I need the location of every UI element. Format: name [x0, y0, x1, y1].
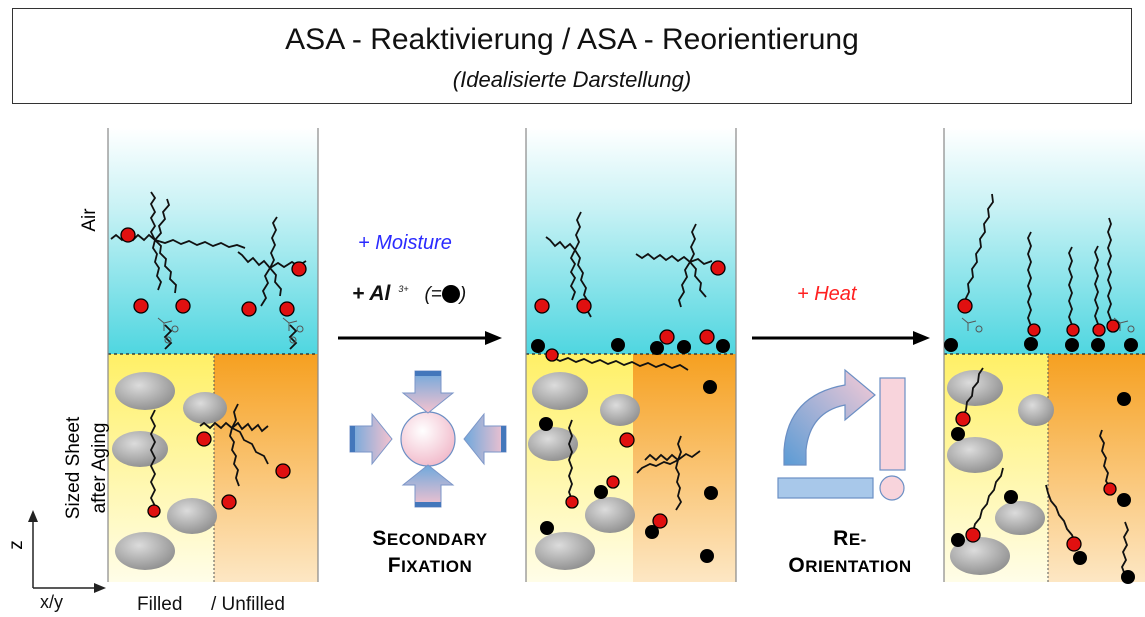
filler-particle [115, 372, 175, 410]
xy-axis-label: x/y [40, 592, 64, 612]
aluminum-equals: (= [424, 284, 442, 305]
filler-particle [112, 431, 168, 467]
unfilled-region [633, 354, 736, 582]
z-axis-label: z [6, 540, 27, 550]
ester-linkers [157, 317, 304, 344]
subtitle: (Idealisierte Darstellung) [452, 67, 692, 92]
axes-indicator [28, 510, 106, 593]
filler-particle [115, 532, 175, 570]
arrow-step1 [338, 331, 502, 345]
air-region [108, 128, 318, 354]
panel-after-fixation [525, 128, 737, 582]
aluminum-prefix: + Al [352, 282, 391, 305]
filler-particle [167, 498, 217, 534]
aluminum-ion-icon [441, 285, 460, 303]
panel-before [107, 128, 319, 582]
aluminum-ions [531, 338, 730, 563]
filler-particle [183, 392, 227, 424]
aluminum-close: ) [459, 284, 467, 305]
arrow-step2 [752, 331, 930, 345]
sheet-label: Sized Sheet after Aging [61, 393, 117, 543]
red-headgroups [120, 227, 307, 518]
aluminum-charge: 3+ [398, 284, 409, 294]
unfilled-region [1048, 354, 1145, 582]
sheet-label-line2: after Aging [89, 422, 110, 514]
heat-label: + Heat [797, 283, 857, 305]
reorientation-caption: RE- ORIENTATION [788, 527, 912, 577]
secondary-fixation-icon [349, 370, 507, 508]
reorientation-icon [777, 368, 906, 501]
air-region [526, 128, 736, 354]
panel-after-reorientation [943, 128, 1145, 584]
unfilled-label: / Unfilled [211, 594, 285, 615]
title: ASA - Reaktivierung / ASA - Reorientieru… [285, 23, 859, 56]
unfilled-region [214, 354, 318, 582]
air-label: Air [79, 208, 100, 232]
sheet-label-line1: Sized Sheet [63, 416, 84, 520]
secondary-fixation-caption: SECONDARY FIXATION [372, 527, 488, 577]
title-box: ASA - Reaktivierung / ASA - Reorientieru… [12, 8, 1132, 104]
moisture-label: + Moisture [358, 232, 452, 254]
filled-label: Filled [137, 594, 183, 615]
aluminum-label: + Al 3+ (=) [352, 282, 466, 306]
